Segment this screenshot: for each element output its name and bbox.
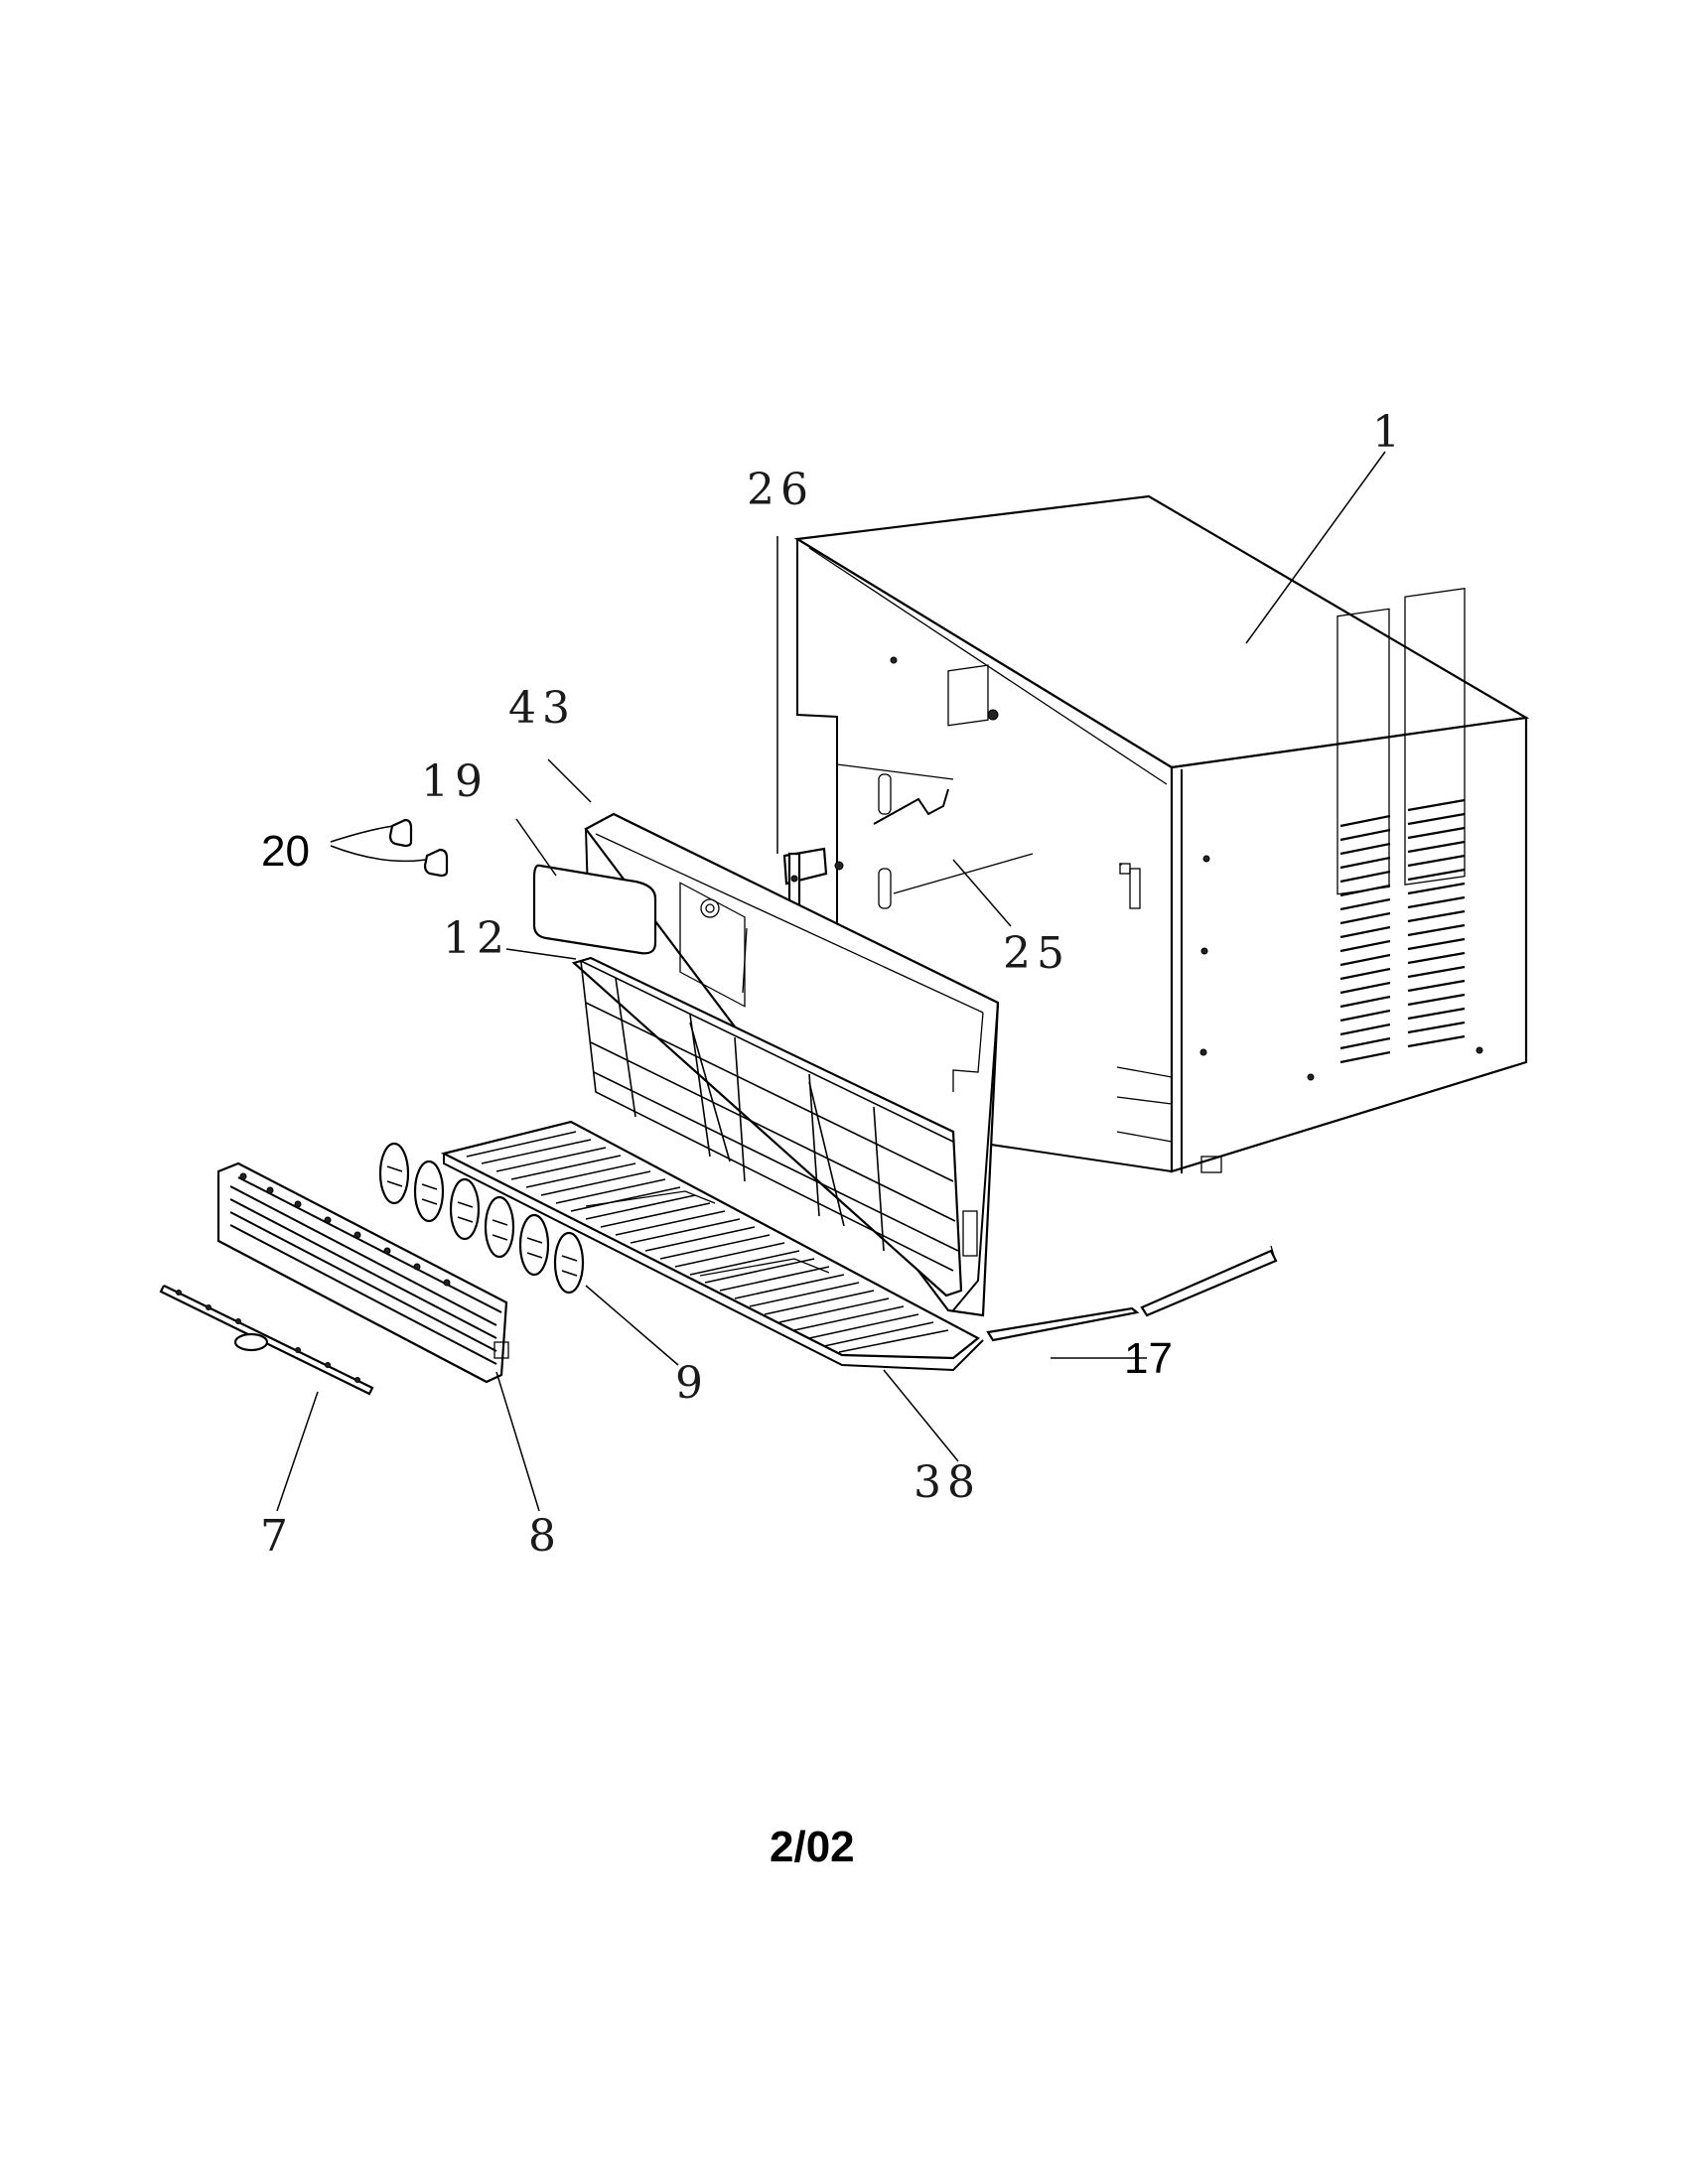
cabinet-part-1: [793, 494, 1530, 1173]
cabinet-base-rail: [1116, 868, 1222, 1173]
callout-7: 7: [260, 1511, 294, 1562]
label-part-19: [532, 864, 657, 955]
filter-tray-part-38: [440, 1120, 984, 1372]
deflector-part-7: [159, 1285, 374, 1396]
page-number: 2/02: [770, 1823, 855, 1871]
callout-38: 38: [914, 1457, 981, 1508]
grille-part-8: [216, 1161, 509, 1384]
callout-19: 19: [421, 756, 489, 807]
callout-17: 17: [1124, 1334, 1173, 1383]
callout-20: 20: [261, 827, 310, 876]
callout-43: 43: [508, 683, 576, 734]
cabinet-vent-slats: [1339, 798, 1466, 1064]
cabinet-screws: [890, 656, 1483, 1081]
callout-26: 26: [747, 465, 814, 515]
seal-strips-part-17: [986, 1245, 1278, 1342]
callout-1: 1: [1372, 407, 1406, 458]
leader-lines: [276, 451, 1386, 1512]
callouts: 1 26 43 19 20 12 25 9 17 38 7 8: [260, 407, 1406, 1562]
cabinet-vent-right: [1404, 587, 1466, 886]
callout-9: 9: [675, 1358, 709, 1409]
callout-12: 12: [443, 913, 510, 964]
cabinet-interior: [836, 664, 1034, 909]
louvers-part-9: [378, 1142, 585, 1295]
knobs-part-20: [388, 818, 449, 878]
filter-part-12: [571, 956, 963, 1297]
callout-25: 25: [1003, 928, 1070, 979]
callout-8: 8: [528, 1511, 562, 1562]
